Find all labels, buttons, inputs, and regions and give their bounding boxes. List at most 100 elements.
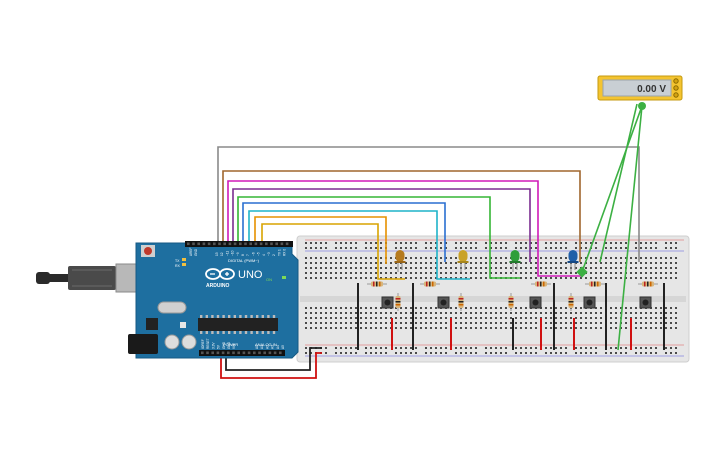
breadboard-hole [505, 267, 507, 269]
breadboard-hole [535, 352, 537, 354]
breadboard-hole [625, 347, 627, 349]
breadboard-hole [405, 247, 407, 249]
breadboard-hole [320, 242, 322, 244]
pin-label: A2 [265, 345, 269, 349]
push-button-1 [381, 296, 394, 309]
breadboard[interactable] [296, 235, 690, 363]
breadboard-hole [525, 242, 527, 244]
breadboard-hole [535, 247, 537, 249]
multimeter[interactable]: 0.00 V [597, 75, 683, 110]
breadboard-hole [525, 272, 527, 274]
breadboard-hole [350, 247, 352, 249]
breadboard-hole [475, 277, 477, 279]
breadboard-hole [335, 242, 337, 244]
multimeter-terminal-com[interactable] [673, 92, 679, 98]
breadboard-hole [435, 322, 437, 324]
push-button-2 [437, 296, 450, 309]
breadboard-hole [585, 247, 587, 249]
breadboard-hole [315, 242, 317, 244]
breadboard-hole [475, 247, 477, 249]
breadboard-hole [470, 307, 472, 309]
breadboard-hole [325, 262, 327, 264]
breadboard-hole [410, 352, 412, 354]
breadboard-hole [505, 317, 507, 319]
breadboard-hole [530, 242, 532, 244]
breadboard-hole [505, 257, 507, 259]
breadboard-hole [310, 352, 312, 354]
analog-label: ANALOG IN [255, 342, 277, 347]
pin-label: A0 [255, 345, 259, 349]
breadboard-hole [450, 257, 452, 259]
power-label: POWER [223, 342, 238, 347]
breadboard-hole [415, 322, 417, 324]
breadboard-hole [355, 262, 357, 264]
breadboard-hole [590, 327, 592, 329]
breadboard-hole [405, 242, 407, 244]
leds[interactable] [394, 250, 579, 272]
breadboard-hole [520, 242, 522, 244]
breadboard-hole [575, 317, 577, 319]
breadboard-hole [675, 267, 677, 269]
breadboard-hole [320, 262, 322, 264]
multimeter-terminal-v[interactable] [673, 85, 679, 91]
breadboard-hole [615, 312, 617, 314]
breadboard-hole [475, 307, 477, 309]
breadboard-hole [525, 352, 527, 354]
breadboard-hole [635, 322, 637, 324]
wire-power-red [220, 352, 322, 379]
breadboard-hole [430, 267, 432, 269]
breadboard-hole [665, 267, 667, 269]
breadboard-hole [305, 347, 307, 349]
breadboard-hole [505, 352, 507, 354]
breadboard-hole [455, 247, 457, 249]
breadboard-hole [305, 277, 307, 279]
breadboard-hole [415, 347, 417, 349]
breadboard-hole [585, 242, 587, 244]
breadboard-hole [465, 347, 467, 349]
arduino-uno[interactable]: UNO ARDUINO DIGITAL (PWM~) POWER ANALOG … [36, 241, 299, 359]
breadboard-hole [495, 267, 497, 269]
multimeter-terminal-a[interactable] [673, 78, 679, 84]
breadboard-hole [550, 257, 552, 259]
breadboard-hole [425, 262, 427, 264]
breadboard-hole [555, 317, 557, 319]
push-buttons[interactable] [381, 296, 652, 309]
atmega-chip [198, 318, 278, 331]
breadboard-hole [475, 242, 477, 244]
breadboard-hole [550, 327, 552, 329]
breadboard-hole [610, 317, 612, 319]
breadboard-hole [515, 307, 517, 309]
breadboard-hole [610, 347, 612, 349]
breadboard-hole [485, 267, 487, 269]
breadboard-hole [350, 267, 352, 269]
resistor-4 [585, 281, 605, 287]
breadboard-hole [410, 277, 412, 279]
breadboard-hole [345, 267, 347, 269]
breadboard-hole [495, 327, 497, 329]
breadboard-hole [565, 272, 567, 274]
breadboard-hole [670, 322, 672, 324]
breadboard-hole [365, 262, 367, 264]
breadboard-hole [420, 262, 422, 264]
breadboard-hole [620, 277, 622, 279]
breadboard-hole [665, 352, 667, 354]
breadboard-hole [445, 312, 447, 314]
breadboard-hole [495, 307, 497, 309]
breadboard-hole [540, 272, 542, 274]
probe-tip[interactable] [576, 266, 588, 278]
capacitor-1 [164, 334, 180, 350]
breadboard-hole [500, 322, 502, 324]
breadboard-hole [370, 347, 372, 349]
breadboard-hole [585, 267, 587, 269]
breadboard-hole [605, 242, 607, 244]
breadboard-hole [610, 312, 612, 314]
breadboard-hole [310, 262, 312, 264]
reset-button[interactable] [144, 247, 152, 255]
breadboard-hole [365, 352, 367, 354]
breadboard-hole [675, 317, 677, 319]
breadboard-hole [435, 307, 437, 309]
pin-label: A1 [260, 345, 264, 349]
pin-label: GND [227, 341, 231, 349]
breadboard-hole [560, 262, 562, 264]
